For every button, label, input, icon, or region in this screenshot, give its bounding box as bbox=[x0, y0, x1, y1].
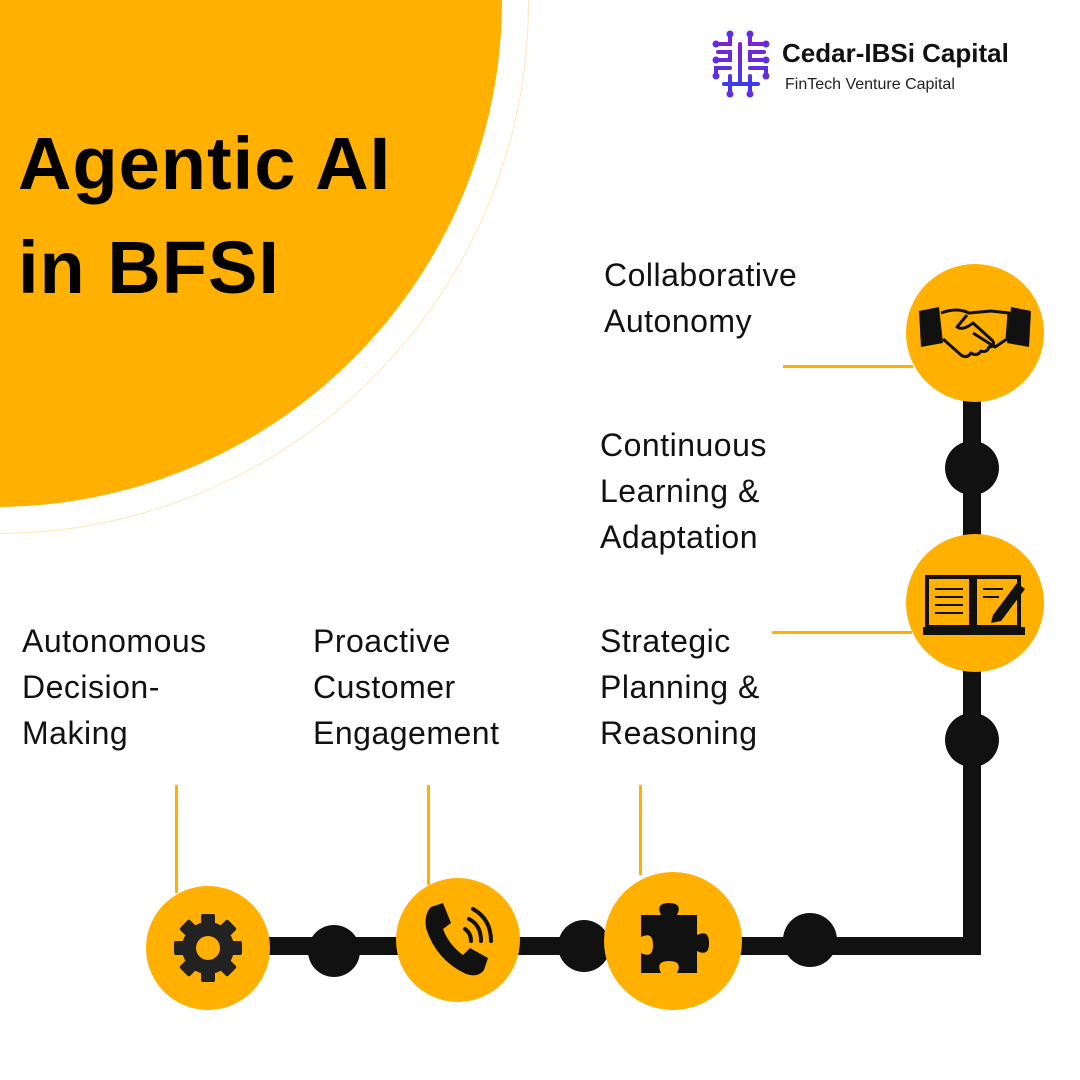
title-line-1: Agentic AI bbox=[18, 122, 392, 205]
logo-tagline: FinTech Venture Capital bbox=[785, 76, 955, 93]
track-dot bbox=[558, 920, 610, 972]
connector-line bbox=[175, 785, 178, 893]
step-label-proactive-customer-engagement: Proactive Customer Engagement bbox=[313, 618, 499, 756]
node-puzzle bbox=[604, 872, 742, 1010]
node-phone bbox=[396, 878, 520, 1002]
track-dot bbox=[945, 441, 999, 495]
track-dot bbox=[945, 713, 999, 767]
step-label-continuous-learning: Continuous Learning & Adaptation bbox=[600, 422, 767, 560]
puzzle-icon bbox=[641, 903, 709, 973]
title-line-2: in BFSI bbox=[18, 226, 280, 309]
label-line: Reasoning bbox=[600, 715, 758, 751]
label-line: Customer bbox=[313, 669, 456, 705]
page-title: Agentic AI in BFSI bbox=[18, 112, 391, 320]
gear-icon bbox=[174, 914, 242, 982]
phone-icon bbox=[425, 903, 493, 976]
step-label-collaborative-autonomy: Collaborative Autonomy bbox=[604, 252, 797, 344]
node-handshake bbox=[906, 264, 1044, 402]
node-gear bbox=[146, 886, 270, 1010]
label-line: Decision- bbox=[22, 669, 160, 705]
connector-line bbox=[427, 785, 430, 885]
label-line: Making bbox=[22, 715, 129, 751]
label-line: Strategic bbox=[600, 623, 731, 659]
track-dot bbox=[308, 925, 360, 977]
circuit-grid-logo-icon bbox=[712, 30, 770, 98]
step-label-strategic-planning: Strategic Planning & Reasoning bbox=[600, 618, 760, 756]
logo-name: Cedar-IBSi Capital bbox=[782, 38, 1009, 68]
connector-line bbox=[639, 785, 642, 875]
label-line: Adaptation bbox=[600, 519, 759, 555]
label-line: Autonomy bbox=[604, 303, 753, 339]
connector-line bbox=[772, 631, 912, 634]
label-line: Planning & bbox=[600, 669, 760, 705]
label-line: Collaborative bbox=[604, 257, 798, 293]
book-pencil-icon bbox=[923, 575, 1025, 635]
track-dot bbox=[783, 913, 837, 967]
connector-line bbox=[783, 365, 913, 368]
background-area bbox=[0, 0, 540, 540]
label-line: Learning & bbox=[600, 473, 760, 509]
label-line: Continuous bbox=[600, 427, 767, 463]
handshake-icon bbox=[919, 307, 1031, 359]
node-book bbox=[906, 534, 1044, 672]
label-line: Autonomous bbox=[22, 623, 207, 659]
label-line: Engagement bbox=[313, 715, 500, 751]
step-label-autonomous-decision-making: Autonomous Decision- Making bbox=[22, 618, 207, 756]
label-line: Proactive bbox=[313, 623, 451, 659]
